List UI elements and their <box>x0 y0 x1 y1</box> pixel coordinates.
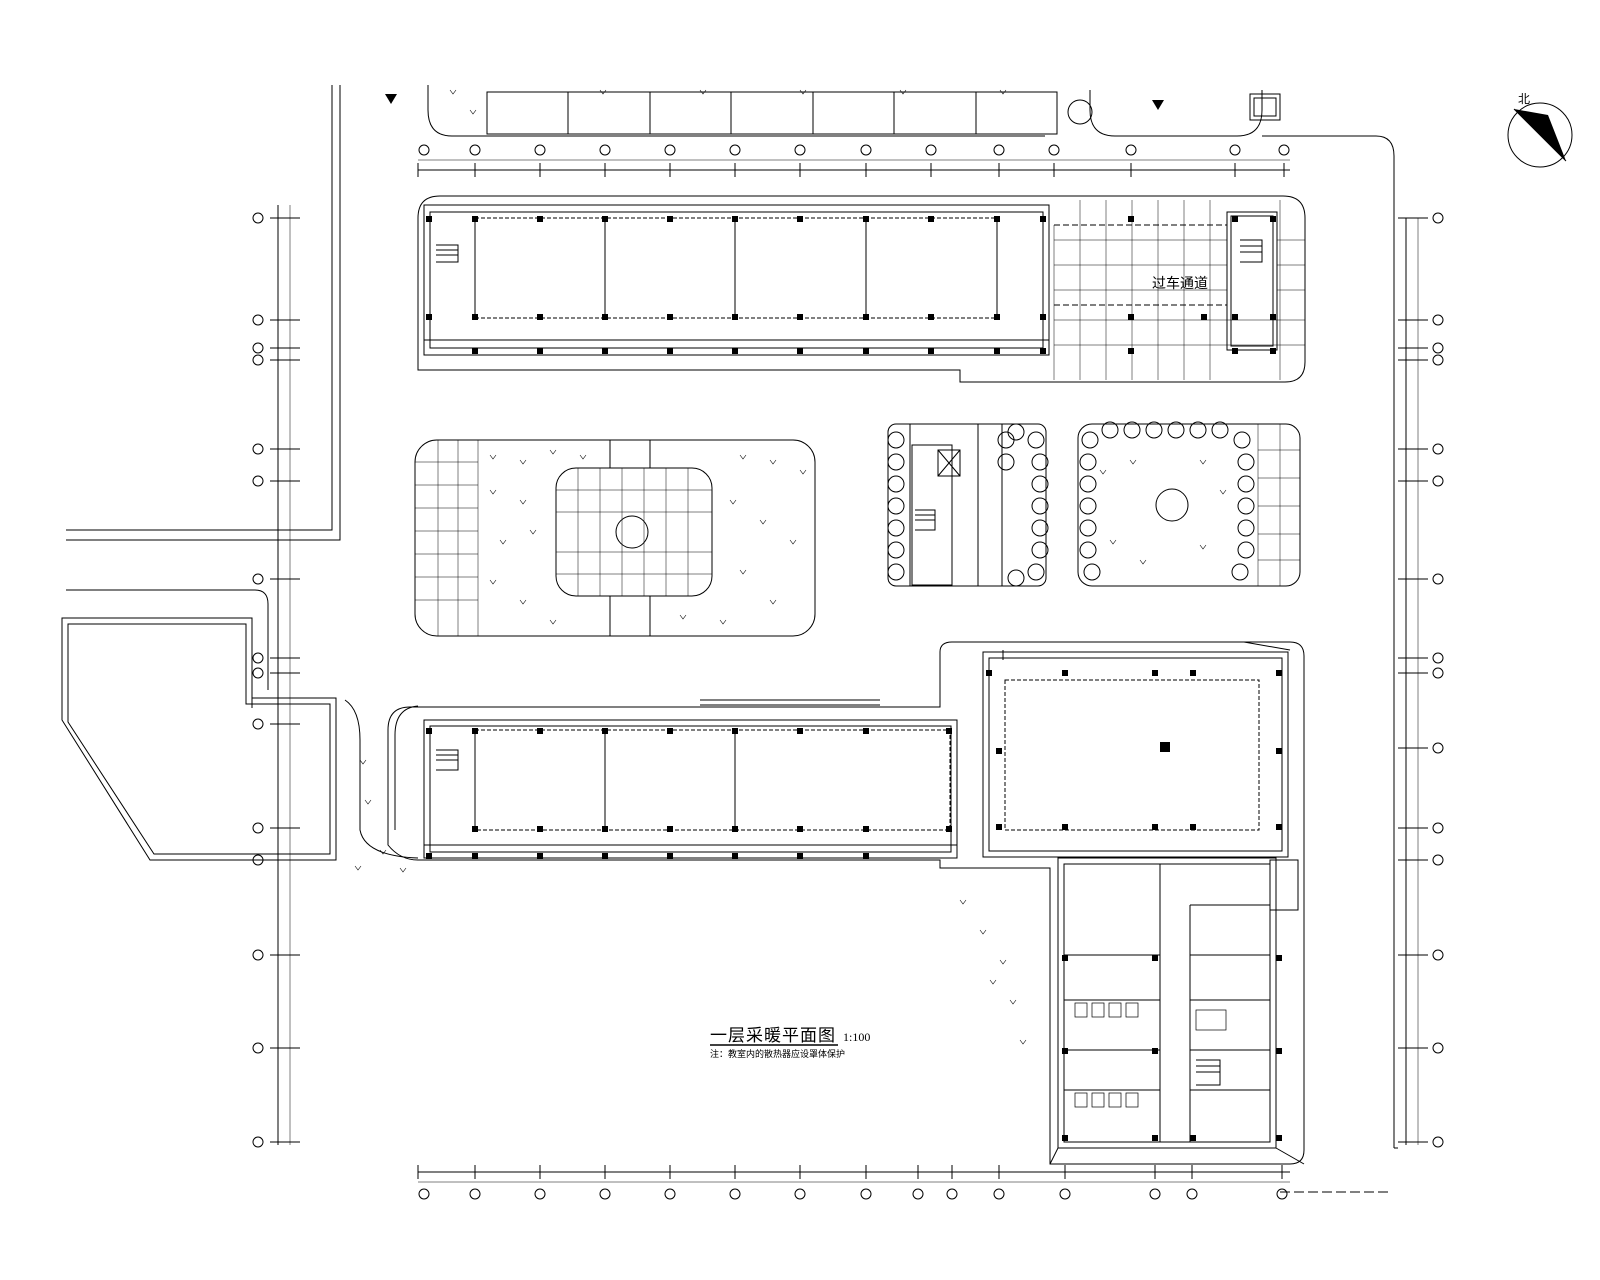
west-building <box>61 617 337 861</box>
garden-plaza-left <box>414 439 816 637</box>
south-classroom-building <box>387 641 1305 1165</box>
site-boundary <box>66 85 1398 1149</box>
central-stair-block <box>887 423 1047 587</box>
curved-path <box>344 699 419 859</box>
north-classroom-building <box>417 195 1306 383</box>
garden-plaza-right <box>1077 423 1301 587</box>
right-dimension-line <box>1398 217 1428 1145</box>
drawing-note: 注：教室内的散热器应设罩体保护 <box>710 1048 845 1059</box>
driveway-label: 过车通道 <box>1152 275 1208 291</box>
right-axis-bubbles <box>1432 212 1444 1148</box>
tree-ring-central <box>887 423 1049 587</box>
bottom-axis-bubbles <box>418 1188 1288 1200</box>
top-dimension-line <box>417 159 1290 177</box>
top-axis-bubbles <box>418 144 1290 156</box>
toilet-stalls <box>1074 1002 1227 1108</box>
level-markers <box>385 94 1164 110</box>
grass-hatching <box>354 89 1227 1045</box>
south-columns <box>426 670 1282 1141</box>
drawing-title: 一层采暖平面图 <box>710 1026 836 1045</box>
paving-grid-north <box>1053 200 1305 380</box>
left-axis-bubbles <box>252 212 264 1148</box>
north-columns <box>426 216 1276 354</box>
office-wing <box>1049 857 1305 1165</box>
bottom-dimension-line <box>417 1165 1390 1193</box>
drawing-scale: 1:100 <box>843 1030 870 1044</box>
assembly-hall <box>982 641 1291 858</box>
tree-ring-right <box>1079 421 1255 581</box>
north-arrow-icon <box>1507 102 1573 168</box>
north-label: 北 <box>1518 92 1530 106</box>
parking-strip <box>486 91 1281 135</box>
left-dimension-line <box>270 205 300 1145</box>
paving-grid-plaza <box>415 440 712 636</box>
